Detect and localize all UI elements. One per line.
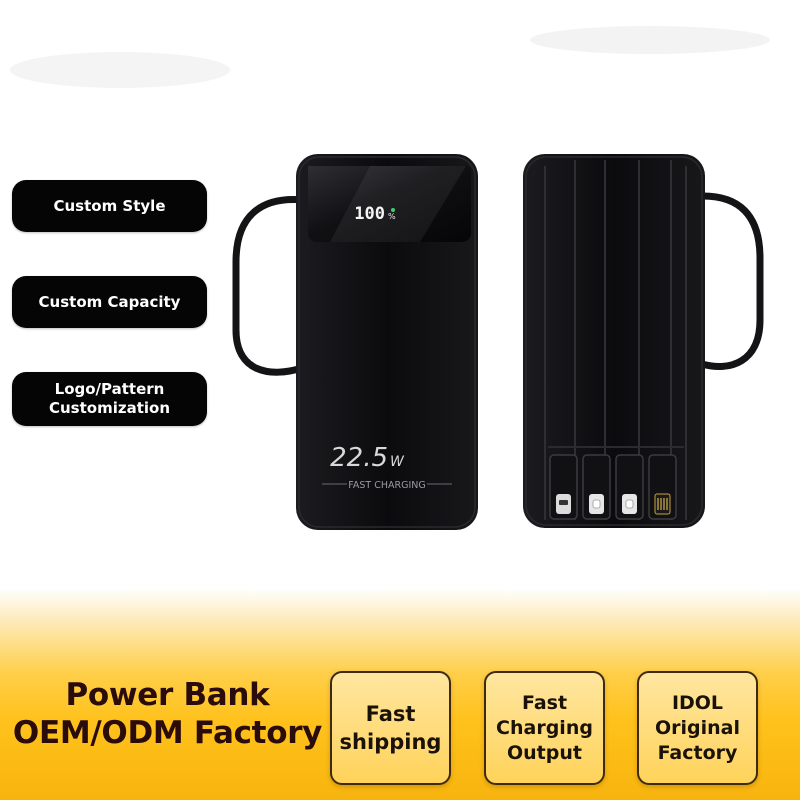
- feature-pill-label: Logo/Pattern Customization: [33, 380, 186, 418]
- highlight-line: Charging: [496, 716, 593, 739]
- power-rating-value: 22.5: [330, 443, 388, 473]
- display-panel: [308, 166, 471, 242]
- highlight-line: Factory: [657, 741, 738, 764]
- lanyard-cable: [232, 195, 308, 376]
- headline-line: OEM/ODM Factory: [12, 715, 323, 751]
- feature-pill-label: Custom Capacity: [38, 292, 181, 311]
- feature-pill-label: Custom Style: [53, 196, 166, 215]
- highlight-fast-charging-output: Fast Charging Output: [484, 671, 605, 785]
- feature-pill-custom-style: Custom Style: [12, 180, 207, 232]
- micro-usb-plug-icon: [549, 454, 578, 520]
- highlight-line: IDOL: [671, 691, 724, 714]
- highlight-line: Original: [654, 716, 740, 739]
- background-smudge: [530, 26, 770, 54]
- highlight-original-factory: IDOL Original Factory: [637, 671, 758, 785]
- back-body: [523, 154, 705, 528]
- usb-c-plug-icon: [582, 454, 611, 520]
- power-bank-front: 100 % 22.5 W FAST CHARGING: [232, 154, 478, 530]
- feature-pill-line: Customization: [48, 399, 170, 417]
- front-body: [296, 154, 478, 530]
- highlight-line: shipping: [339, 730, 442, 754]
- usb-c-plug-icon: [615, 454, 644, 520]
- headline-line: Power Bank: [65, 677, 270, 713]
- feature-pill-line: Logo/Pattern: [54, 380, 165, 398]
- power-rating-unit: W: [390, 454, 405, 470]
- fast-charging-label: FAST CHARGING: [348, 480, 425, 491]
- feature-pill-custom-capacity: Custom Capacity: [12, 276, 207, 328]
- lightning-plug-icon: [648, 454, 677, 520]
- feature-pill-logo-customization: Logo/Pattern Customization: [12, 372, 207, 426]
- highlight-line: Fast: [521, 691, 568, 714]
- lanyard-cable: [698, 192, 764, 370]
- highlight-line: Output: [507, 741, 582, 764]
- battery-level-readout: 100: [354, 204, 385, 224]
- highlight-line: Fast: [365, 702, 416, 726]
- highlight-fast-shipping: Fast shipping: [330, 671, 451, 785]
- background-smudge: [10, 52, 230, 88]
- status-led-icon: [391, 208, 395, 212]
- power-bank-back: [523, 154, 764, 528]
- headline: Power Bank OEM/ODM Factory: [0, 676, 335, 752]
- battery-level-unit: %: [388, 212, 396, 221]
